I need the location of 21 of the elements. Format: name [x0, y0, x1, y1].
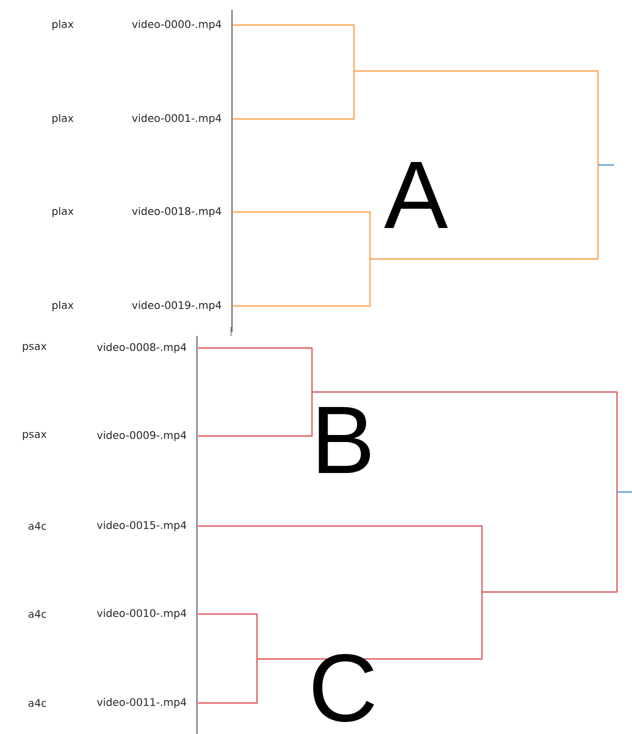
cluster-letter: B	[318, 406, 370, 474]
tick-label: psax	[22, 432, 46, 440]
tick-label: plax	[52, 20, 74, 30]
tick-label: plax	[52, 114, 74, 124]
tick-label: video-0015-.mp4	[97, 520, 186, 532]
tick-label: video-0011-.mp4	[97, 698, 186, 708]
tick-label: psax	[22, 344, 46, 352]
tick-label: a4c	[28, 522, 46, 530]
tick-label: video-0018-.mp4	[132, 206, 222, 218]
tick-label: plax	[52, 206, 74, 218]
tick-label: plax	[52, 300, 74, 312]
tick-label: video-0001-.mp4	[132, 114, 222, 124]
tick-label: video-0019-.mp4	[132, 300, 222, 312]
tick-label: video-0000-.mp4	[132, 20, 222, 30]
tick-label: video-0008-.mp4	[97, 342, 186, 354]
tick-label: a4c	[28, 699, 46, 707]
cluster-letter: A	[384, 162, 448, 228]
tick-label: a4c	[28, 610, 46, 618]
tick-label: video-0009-.mp4	[97, 430, 186, 442]
cluster-letter: C	[313, 654, 374, 722]
tick-label: video-0010-.mp4	[97, 608, 186, 620]
